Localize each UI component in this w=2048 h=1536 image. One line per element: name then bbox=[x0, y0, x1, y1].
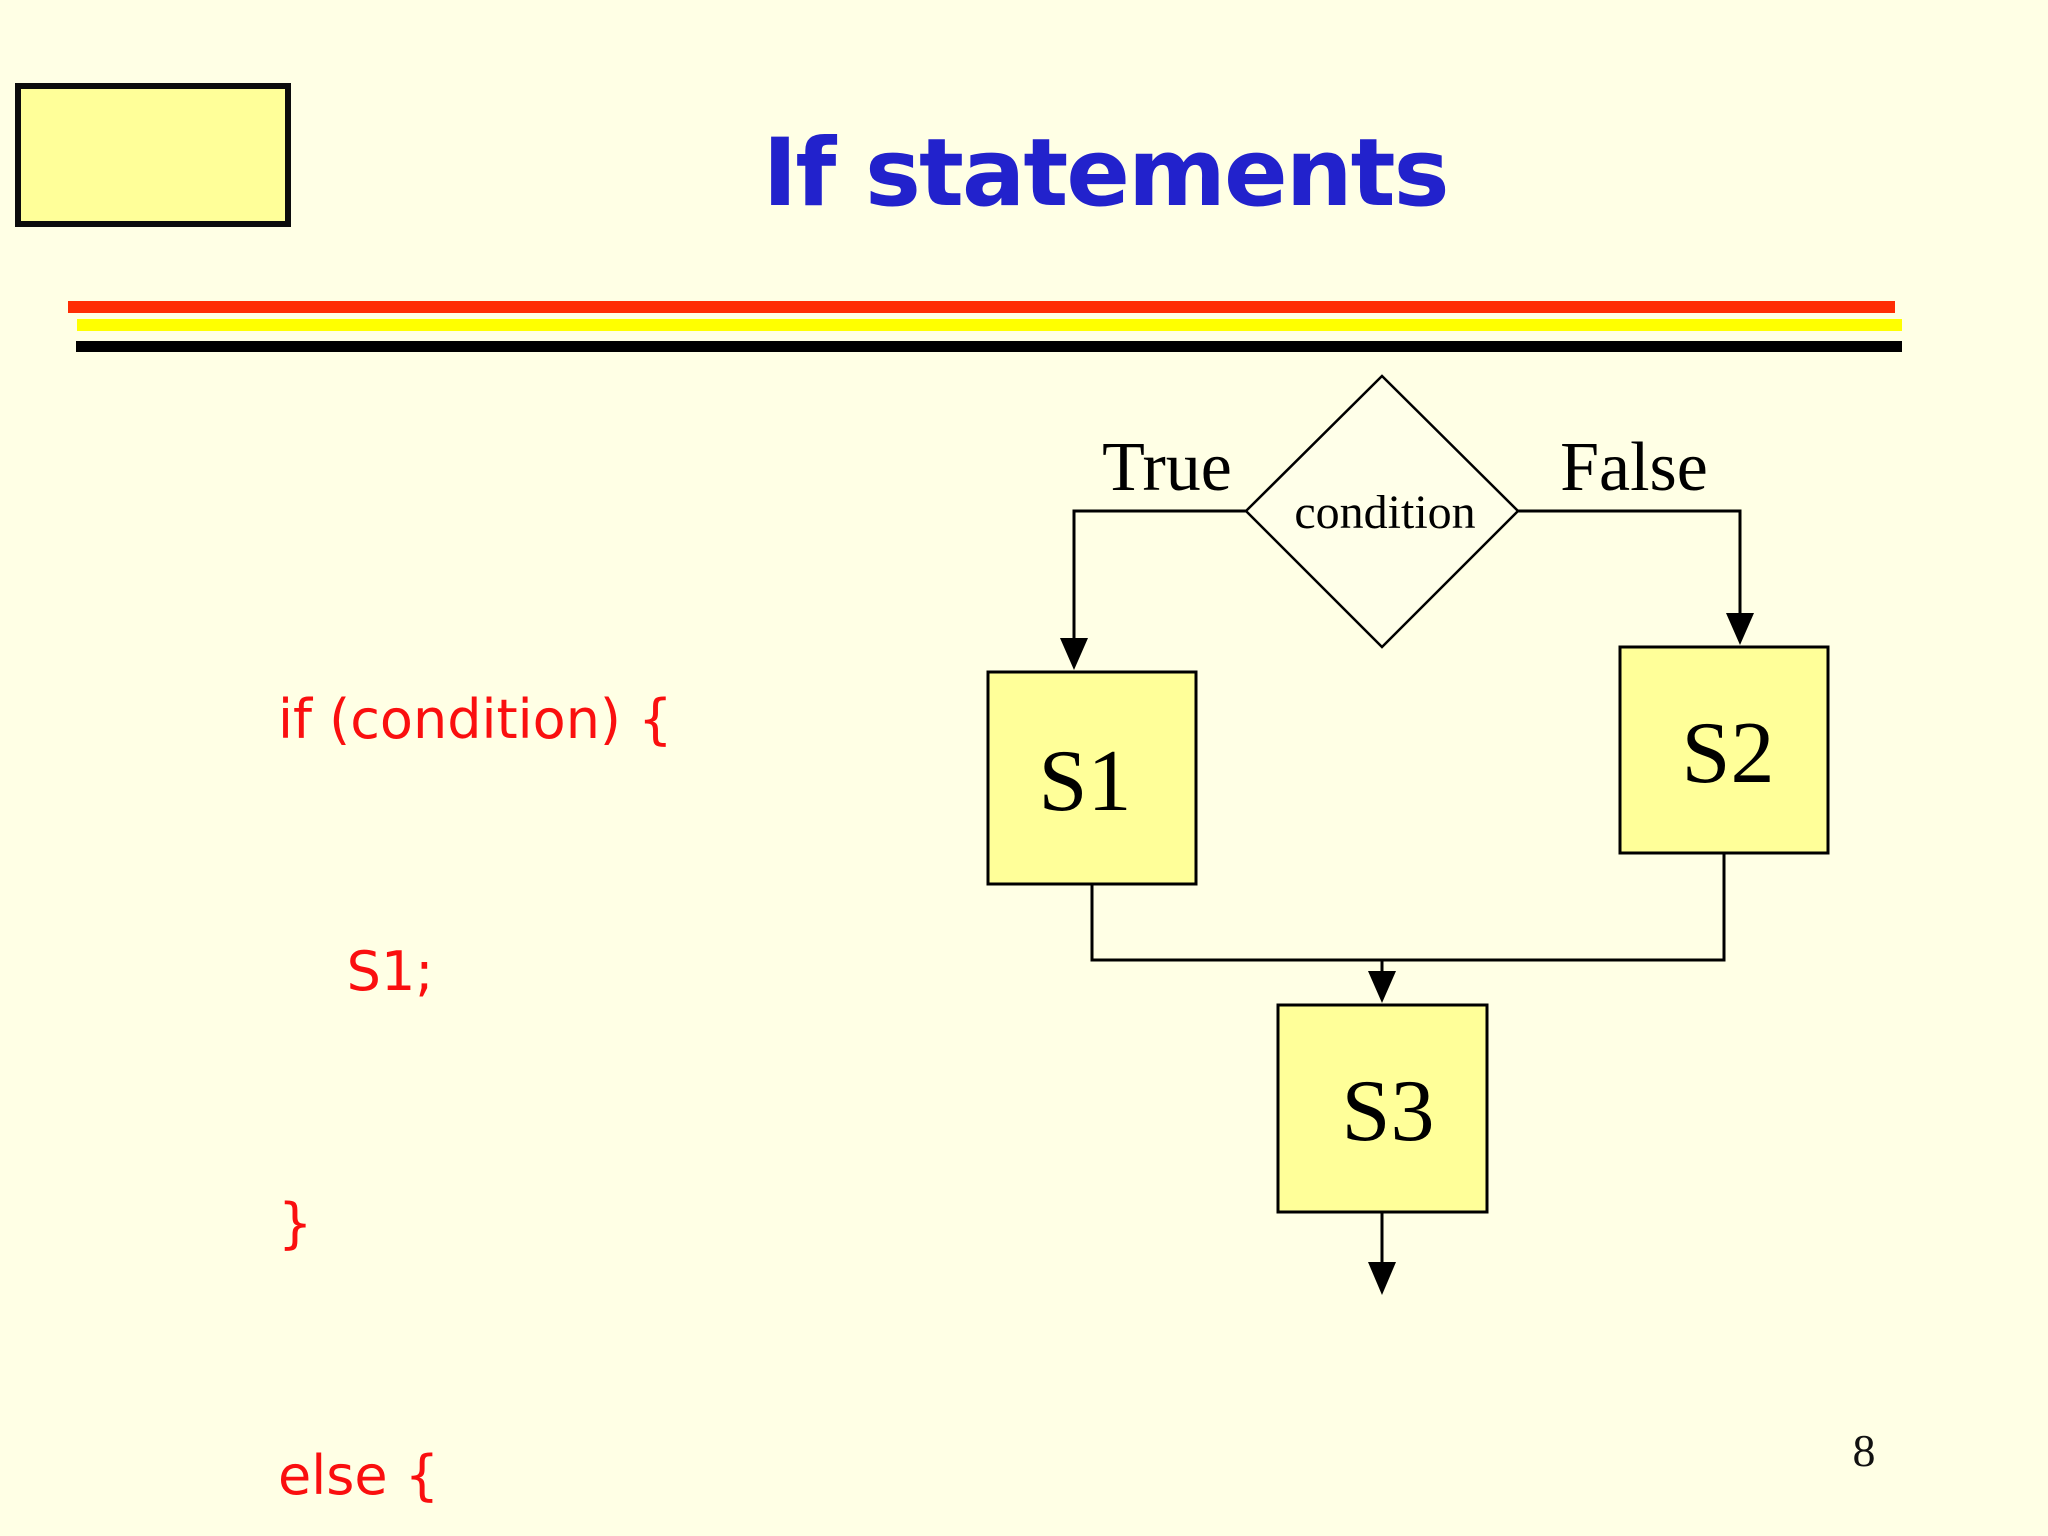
code-line: if (condition) { bbox=[278, 688, 673, 751]
s3-label: S3 bbox=[1342, 1063, 1435, 1160]
corner-decoration-rect bbox=[15, 83, 291, 227]
code-line: else { bbox=[278, 1444, 440, 1507]
code-block: if (condition) { S1; } else { S2; } S3; bbox=[278, 510, 673, 1536]
s2-box bbox=[1618, 645, 1830, 855]
s2-label: S2 bbox=[1682, 705, 1775, 802]
divider-bar-black bbox=[76, 341, 1902, 352]
s3-box bbox=[1276, 1003, 1489, 1214]
s1-label: S1 bbox=[1039, 733, 1132, 830]
page-number: 8 bbox=[1852, 1425, 1876, 1476]
connector-merge bbox=[1090, 853, 1726, 962]
arrowhead-into-s2 bbox=[1726, 613, 1754, 645]
s1-box bbox=[986, 670, 1198, 886]
divider-bar-red bbox=[68, 301, 1895, 313]
divider-bar-yellow bbox=[77, 319, 1902, 331]
slide-title: If statements bbox=[762, 119, 1449, 228]
connector-false-branch bbox=[1518, 509, 1742, 615]
condition-diamond bbox=[1244, 374, 1520, 649]
code-line: S1; bbox=[278, 940, 434, 1003]
false-branch-label: False bbox=[1560, 429, 1708, 506]
arrowhead-into-s3 bbox=[1368, 971, 1396, 1003]
arrowhead-exit bbox=[1368, 1262, 1396, 1295]
true-branch-label: True bbox=[1102, 429, 1232, 506]
condition-label: condition bbox=[1294, 486, 1475, 539]
connector-true-branch bbox=[1072, 509, 1246, 640]
arrowhead-into-s1 bbox=[1060, 638, 1088, 670]
code-line: } bbox=[278, 1192, 313, 1255]
